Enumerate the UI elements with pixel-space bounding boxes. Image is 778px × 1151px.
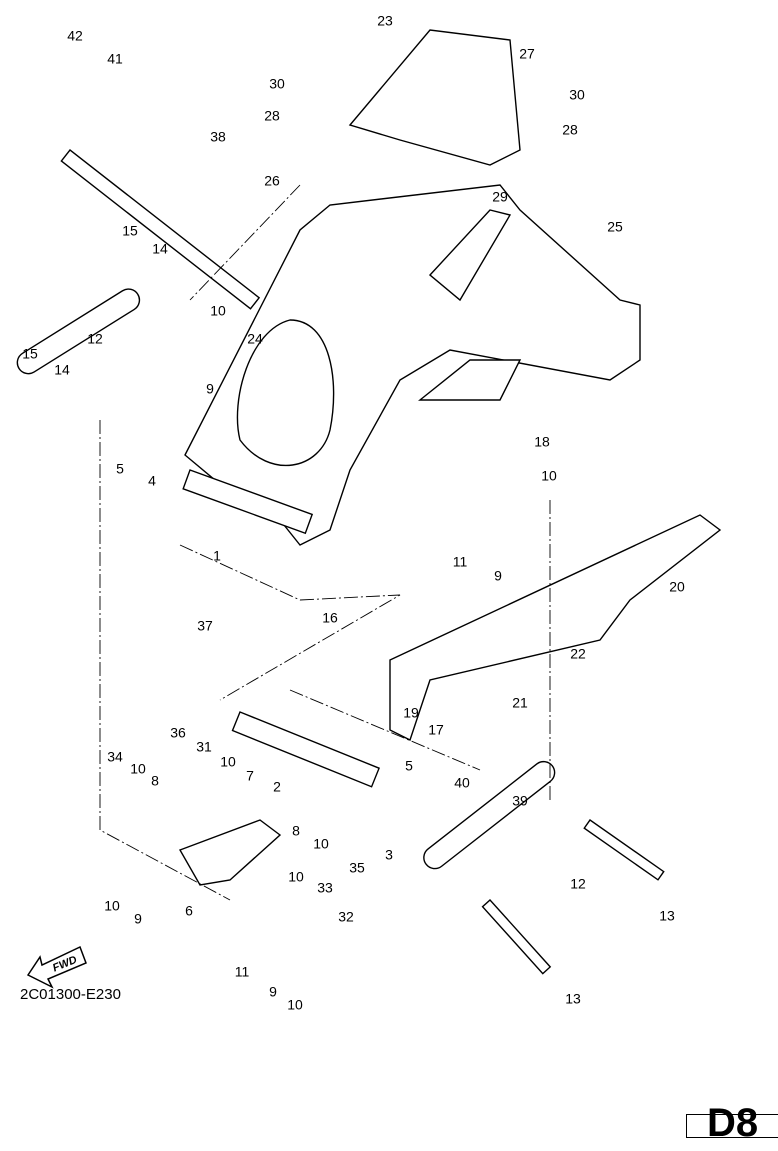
callout-36: 36: [170, 725, 186, 741]
callout-42: 42: [67, 28, 83, 44]
connecting-rod-left: [16, 288, 141, 375]
callout-18: 18: [534, 434, 550, 450]
callout-10: 10: [210, 303, 226, 319]
callout-6: 6: [185, 903, 193, 919]
callout-25: 25: [607, 219, 623, 235]
callout-3: 3: [385, 847, 393, 863]
callout-14: 14: [152, 241, 168, 257]
bolt-13a: [583, 819, 665, 881]
callout-31: 31: [196, 739, 212, 755]
callout-11: 11: [235, 964, 250, 980]
callout-41: 41: [107, 51, 123, 67]
callout-9: 9: [494, 568, 502, 584]
section-box: D8: [686, 1103, 778, 1143]
section-label: D8: [707, 1101, 759, 1145]
callout-9: 9: [269, 984, 277, 1000]
callout-9: 9: [134, 911, 142, 927]
callout-8: 8: [292, 823, 300, 839]
callout-20: 20: [669, 579, 685, 595]
callout-7: 7: [246, 768, 254, 784]
callout-12: 12: [570, 876, 586, 892]
callout-10: 10: [104, 898, 120, 914]
swingarm: [184, 184, 641, 546]
callout-34: 34: [107, 749, 123, 765]
callout-37: 37: [197, 618, 213, 634]
callout-35: 35: [349, 860, 365, 876]
connecting-rod-right: [423, 760, 556, 870]
pivot-tube: [182, 469, 314, 535]
callout-40: 40: [454, 775, 470, 791]
callout-8: 8: [151, 773, 159, 789]
callout-1: 1: [213, 548, 221, 564]
callout-15: 15: [22, 346, 38, 362]
callout-16: 16: [322, 610, 338, 626]
callout-9: 9: [206, 381, 214, 397]
callout-30: 30: [569, 87, 585, 103]
callout-32: 32: [338, 909, 354, 925]
callout-14: 14: [54, 362, 70, 378]
centerline: [99, 184, 551, 901]
callout-13: 13: [565, 991, 581, 1007]
callout-10: 10: [541, 468, 557, 484]
bolt-13b: [481, 899, 552, 975]
callout-29: 29: [492, 189, 508, 205]
pivot-shaft: [60, 149, 261, 310]
callout-23: 23: [377, 13, 393, 29]
callout-5: 5: [405, 758, 413, 774]
callout-27: 27: [519, 46, 535, 62]
callout-17: 17: [428, 722, 444, 738]
callout-21: 21: [512, 695, 528, 711]
callout-33: 33: [317, 880, 333, 896]
mud-guard: [348, 29, 521, 166]
callout-28: 28: [264, 108, 280, 124]
callout-4: 4: [148, 473, 156, 489]
callout-13: 13: [659, 908, 675, 924]
callout-10: 10: [220, 754, 236, 770]
callout-12: 12: [87, 331, 103, 347]
fwd-arrow: FWD: [26, 945, 87, 989]
callout-10: 10: [313, 836, 329, 852]
callout-11: 11: [453, 554, 468, 570]
diagram-code: 2C01300-E230: [20, 986, 121, 1003]
callout-10: 10: [287, 997, 303, 1013]
chain-guard: [389, 514, 722, 741]
callout-39: 39: [512, 793, 528, 809]
callout-2: 2: [273, 779, 281, 795]
callout-30: 30: [269, 76, 285, 92]
callout-15: 15: [122, 223, 138, 239]
callout-10: 10: [130, 761, 146, 777]
callout-5: 5: [116, 461, 124, 477]
callout-19: 19: [403, 705, 419, 721]
callout-10: 10: [288, 869, 304, 885]
callout-38: 38: [210, 129, 226, 145]
collar-shaft: [231, 711, 380, 788]
callout-22: 22: [570, 646, 586, 662]
callout-28: 28: [562, 122, 578, 138]
callout-26: 26: [264, 173, 280, 189]
callout-24: 24: [247, 331, 263, 347]
relay-arm: [178, 819, 282, 886]
